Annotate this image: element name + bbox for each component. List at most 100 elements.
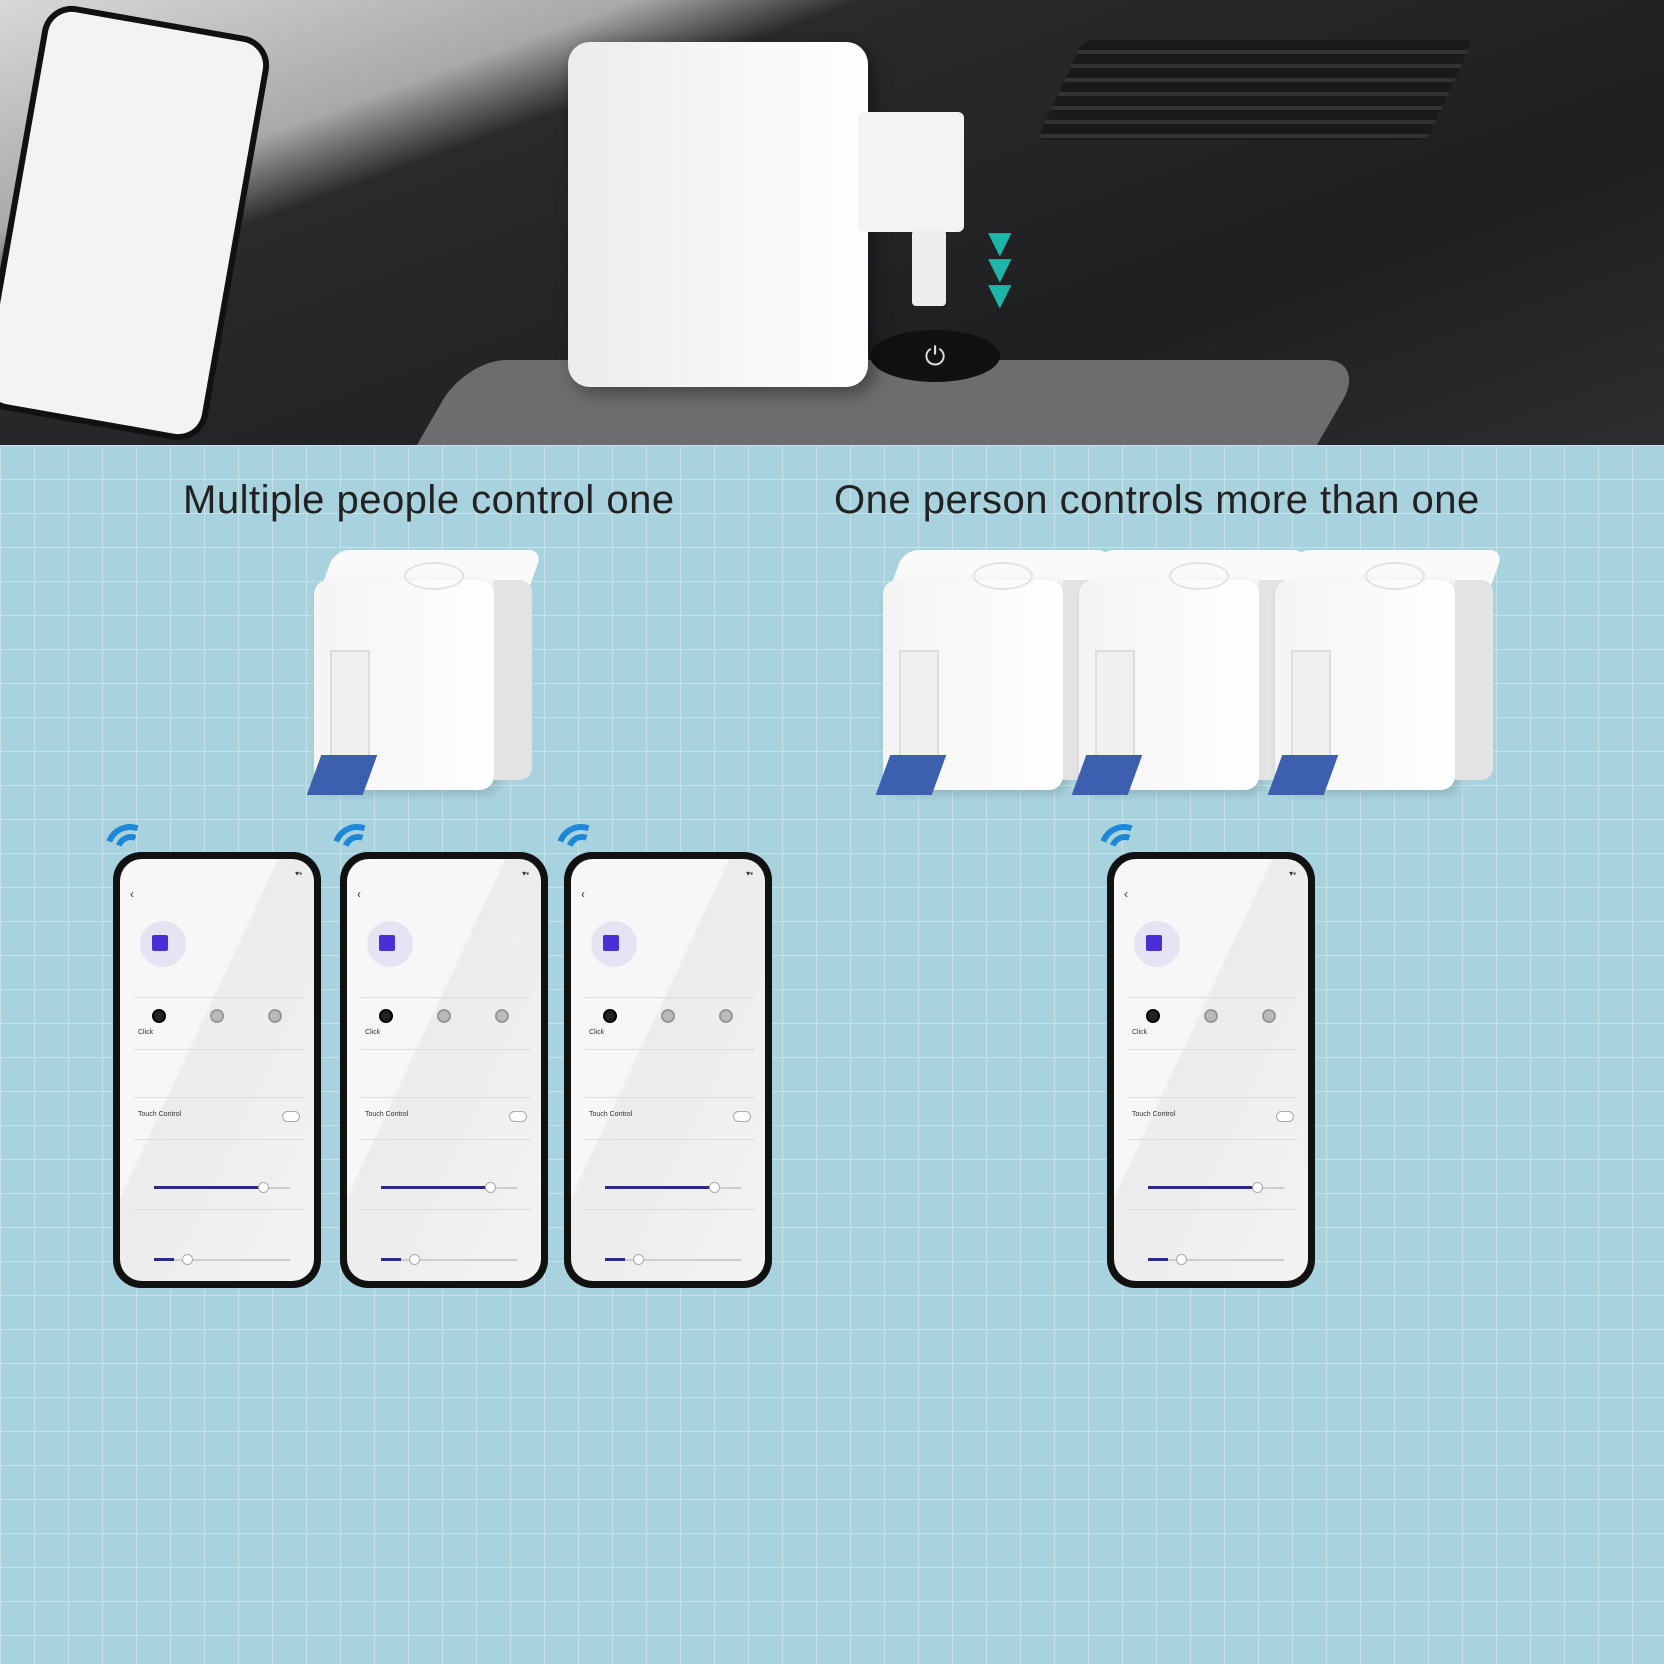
slider-up-movement[interactable] <box>605 1254 741 1265</box>
fingerbot-device <box>875 550 1112 795</box>
touch-control-label: Touch Control <box>589 1111 633 1118</box>
cube-arm <box>330 650 370 760</box>
mode-click[interactable] <box>379 1009 393 1023</box>
mode-click[interactable] <box>1146 1009 1160 1023</box>
cube-arm <box>1095 650 1135 760</box>
divider <box>361 997 531 998</box>
mode-switch[interactable] <box>437 1009 451 1023</box>
divider <box>134 1209 304 1210</box>
divider <box>1128 997 1298 998</box>
divider <box>585 1209 755 1210</box>
divider <box>134 997 304 998</box>
cube-arm <box>1291 650 1331 760</box>
mode-switch[interactable] <box>1204 1009 1218 1023</box>
back-icon[interactable]: ‹ <box>357 887 361 901</box>
divider <box>134 1049 304 1050</box>
product-photo: ⏻ ▼▼▼ <box>0 0 1664 445</box>
cube-ring <box>973 562 1033 590</box>
divider <box>361 1097 531 1098</box>
wifi-icon <box>95 815 164 883</box>
slider-down-movement[interactable] <box>1148 1182 1284 1193</box>
heading-one-person: One person controls more than one <box>834 478 1480 522</box>
slider-up-movement[interactable] <box>381 1254 517 1265</box>
mode-label: Click <box>589 1029 605 1036</box>
divider <box>361 1049 531 1050</box>
device-avatar <box>591 921 637 967</box>
device-avatar <box>140 921 186 967</box>
status-icons: ▾▪ <box>1289 869 1296 878</box>
divider <box>361 1139 531 1140</box>
divider <box>585 997 755 998</box>
device-avatar <box>367 921 413 967</box>
divider <box>585 1097 755 1098</box>
app-screen: ▾▪ ‹ Click Touch Control <box>347 859 541 1281</box>
fingerbot-device <box>306 550 543 795</box>
touch-control-toggle[interactable] <box>509 1111 527 1122</box>
status-icons: ▾▪ <box>522 869 529 878</box>
touch-control-label: Touch Control <box>365 1111 409 1118</box>
cube-ring <box>1365 562 1425 590</box>
mode-label: Click <box>365 1029 381 1036</box>
wifi-icon <box>1089 815 1158 883</box>
vent <box>1036 40 1474 140</box>
device-icon <box>152 935 168 951</box>
slider-down-movement[interactable] <box>605 1182 741 1193</box>
touch-control-label: Touch Control <box>1132 1111 1176 1118</box>
slider-down-movement[interactable] <box>154 1182 290 1193</box>
mode-selector <box>347 1009 541 1023</box>
divider <box>134 1139 304 1140</box>
cube-side <box>494 580 532 780</box>
mode-label: Click <box>138 1029 154 1036</box>
fingerbot-device <box>1071 550 1308 795</box>
fingerbot-pin <box>912 230 946 306</box>
touch-control-toggle[interactable] <box>733 1111 751 1122</box>
heading-multiple-people: Multiple people control one <box>183 478 675 522</box>
mode-click[interactable] <box>152 1009 166 1023</box>
phone: ▾▪ ‹ Click Touch Control <box>340 852 548 1288</box>
touch-control-toggle[interactable] <box>282 1111 300 1122</box>
app-screen: ▾▪ ‹ Click Touch Control <box>1114 859 1308 1281</box>
mode-click[interactable] <box>603 1009 617 1023</box>
mode-switch[interactable] <box>661 1009 675 1023</box>
down-arrow-icon: ▼▼▼ <box>980 221 1020 317</box>
touch-control-toggle[interactable] <box>1276 1111 1294 1122</box>
hand-phone <box>0 1 274 445</box>
slider-down-movement[interactable] <box>381 1182 517 1193</box>
slider-up-movement[interactable] <box>154 1254 290 1265</box>
fingerbot-arm <box>858 112 964 232</box>
divider <box>134 1097 304 1098</box>
mode-other[interactable] <box>495 1009 509 1023</box>
mode-selector <box>571 1009 765 1023</box>
back-icon[interactable]: ‹ <box>130 887 134 901</box>
divider <box>585 1049 755 1050</box>
power-button: ⏻ <box>870 330 1000 382</box>
cube-arm <box>899 650 939 760</box>
divider <box>585 1139 755 1140</box>
phone: ▾▪ ‹ Click Touch Control <box>113 852 321 1288</box>
back-icon[interactable]: ‹ <box>581 887 585 901</box>
cube-ring <box>1169 562 1229 590</box>
back-icon[interactable]: ‹ <box>1124 887 1128 901</box>
status-icons: ▾▪ <box>295 869 302 878</box>
device-icon <box>1146 935 1162 951</box>
fingerbot-device <box>1267 550 1504 795</box>
phone: ▾▪ ‹ Click Touch Control <box>1107 852 1315 1288</box>
slider-up-movement[interactable] <box>1148 1254 1284 1265</box>
mode-switch[interactable] <box>210 1009 224 1023</box>
divider <box>1128 1139 1298 1140</box>
status-icons: ▾▪ <box>746 869 753 878</box>
device-icon <box>603 935 619 951</box>
cube-side <box>1455 580 1493 780</box>
mode-label: Click <box>1132 1029 1148 1036</box>
mode-other[interactable] <box>1262 1009 1276 1023</box>
app-screen: ▾▪ ‹ Click Touch Control <box>571 859 765 1281</box>
device-icon <box>379 935 395 951</box>
mode-other[interactable] <box>719 1009 733 1023</box>
fingerbot-device <box>568 42 868 387</box>
divider <box>361 1209 531 1210</box>
divider <box>1128 1097 1298 1098</box>
mode-other[interactable] <box>268 1009 282 1023</box>
divider <box>1128 1049 1298 1050</box>
mode-selector <box>1114 1009 1308 1023</box>
wifi-icon <box>546 815 615 883</box>
